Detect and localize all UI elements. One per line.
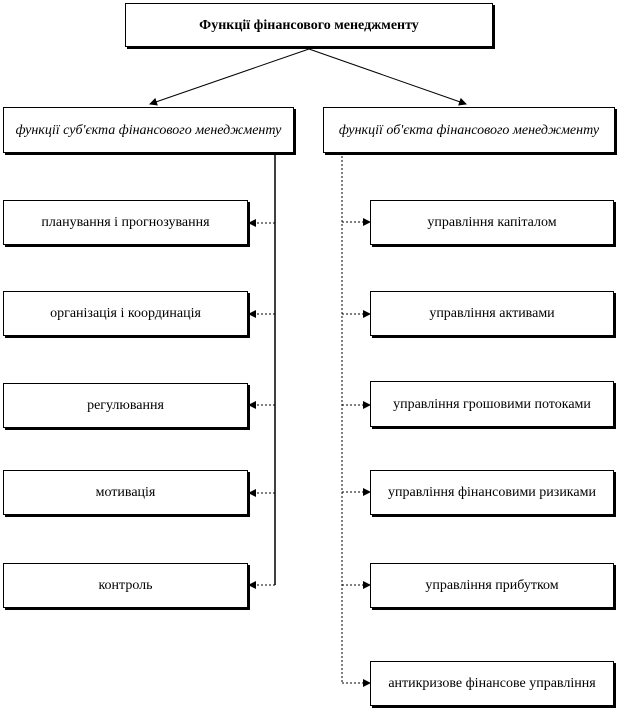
object-item-label: управління капіталом [427, 215, 557, 230]
root-to-subject-arrow [149, 48, 310, 106]
subject-item-label: планування і прогнозування [41, 215, 210, 230]
object-box: функції об'єкта фінансового менеджменту [323, 107, 615, 153]
subject-item-1: планування і прогнозування [3, 200, 248, 245]
object-item-label: управління фінансовими ризиками [388, 485, 596, 500]
subject-item-label: регулювання [87, 398, 164, 413]
subject-box: функції суб'єкта фінансового менеджменту [3, 107, 294, 153]
subject-item-5: контроль [3, 563, 248, 608]
subject-item-4: мотивація [3, 470, 248, 515]
subject-item-label: мотивація [95, 485, 156, 500]
object-title: функції об'єкта фінансового менеджменту [338, 122, 600, 138]
object-item-2: управління активами [370, 291, 614, 336]
subject-item-2: організація і координація [3, 291, 248, 336]
subject-item-label: контроль [98, 578, 153, 593]
object-item-3: управління грошовими потоками [370, 381, 614, 427]
subject-item-3: регулювання [3, 383, 248, 428]
root-box: Функції фінансового менеджменту [125, 3, 493, 47]
root-to-object-arrow [308, 48, 467, 106]
subject-item-label: організація і координація [50, 306, 201, 321]
object-item-label: управління прибутком [425, 578, 559, 593]
subject-title: функції суб'єкта фінансового менеджменту [15, 122, 282, 138]
object-item-label: управління грошовими потоками [393, 396, 591, 412]
object-item-6: антикризове фінансове управління [370, 661, 614, 706]
root-title: Функції фінансового менеджменту [199, 17, 419, 33]
object-item-1: управління капіталом [370, 200, 614, 245]
object-item-label: антикризове фінансове управління [388, 676, 596, 691]
object-item-5: управління прибутком [370, 563, 614, 608]
object-item-4: управління фінансовими ризиками [370, 470, 614, 515]
object-item-label: управління активами [429, 306, 555, 321]
